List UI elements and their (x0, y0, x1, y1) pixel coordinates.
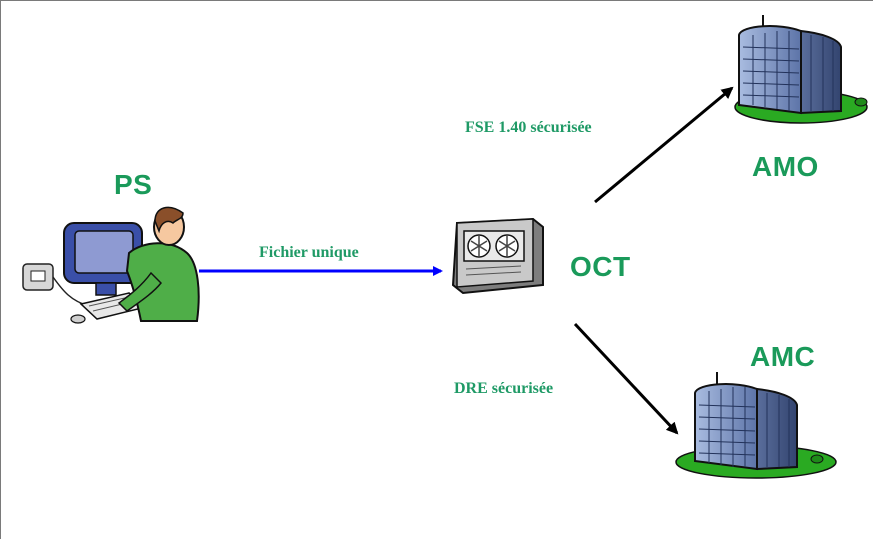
amo-building-icon (734, 15, 868, 124)
node-label-amc: AMC (750, 341, 816, 372)
node-label-ps: PS (114, 169, 153, 200)
ps-workstation-icon (22, 206, 200, 324)
node-label-amo: AMO (752, 151, 819, 182)
edge-oct-amo-arrow (594, 86, 734, 204)
edge-label-fichier-unique: Fichier unique (259, 244, 359, 261)
amc-building-icon (675, 372, 837, 479)
node-label-oct: OCT (570, 251, 631, 282)
oct-server-icon (451, 217, 544, 295)
edge-oct-amc-arrow (573, 322, 679, 435)
edge-label-fse: FSE 1.40 sécurisée (465, 119, 592, 136)
edge-label-dre: DRE sécurisée (454, 380, 554, 397)
